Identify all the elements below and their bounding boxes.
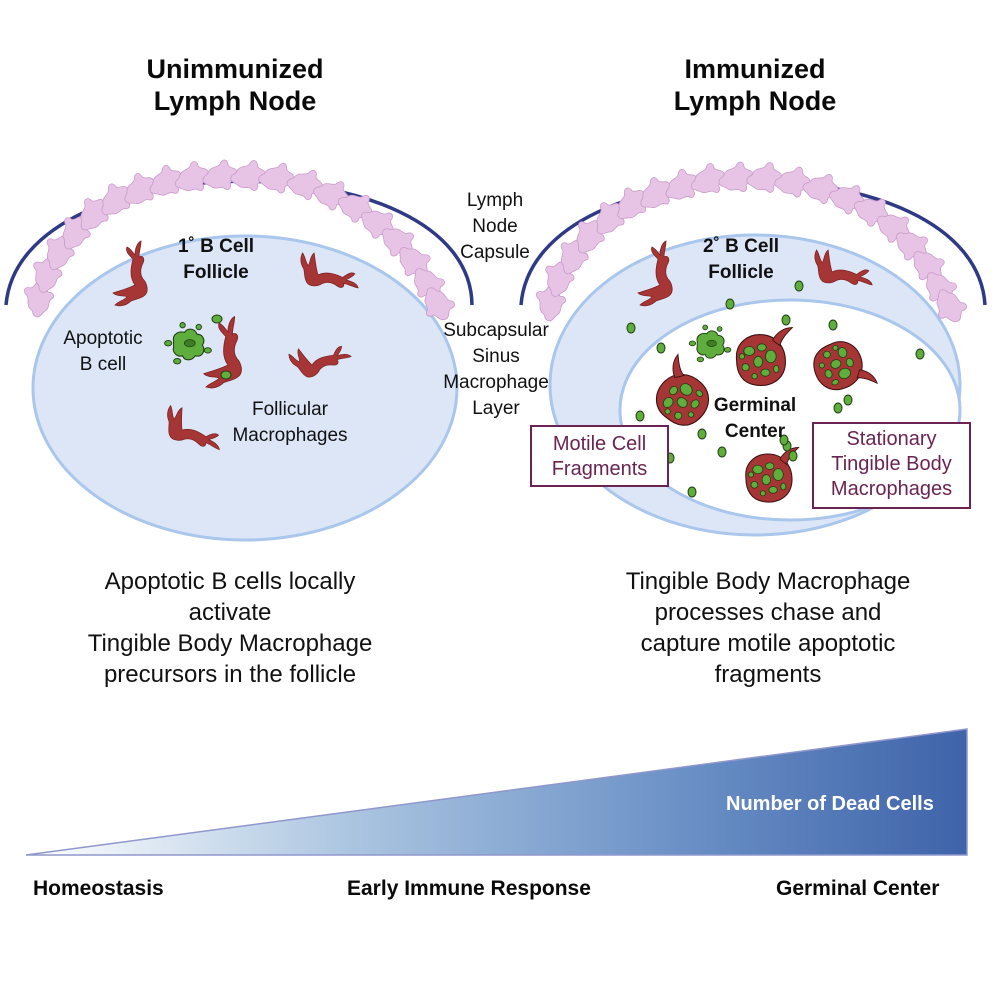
sinus-line-2: Sinus bbox=[472, 346, 520, 367]
primary-follicle-line-1: 1˚ B Cell bbox=[177, 236, 255, 257]
secondary-follicle-line-1: 2˚ B Cell bbox=[702, 236, 780, 257]
left-caption-line-4: precursors in the follicle bbox=[103, 661, 357, 688]
right-caption-line-1: Tingible Body Macrophage bbox=[625, 568, 911, 595]
motile-line-1: Motile Cell bbox=[552, 433, 647, 455]
right-caption-line-3: capture motile apoptotic bbox=[640, 630, 896, 657]
capsule-line-2: Node bbox=[472, 216, 518, 237]
right-caption-line-2: processes chase and bbox=[654, 599, 882, 626]
left-caption-line-2: activate bbox=[188, 599, 272, 626]
secondary-follicle-label: 2˚ B Cell Follicle bbox=[675, 234, 807, 286]
stage-homeostasis: Homeostasis bbox=[33, 877, 164, 900]
left-title-line-1: Unimmunized bbox=[146, 54, 324, 84]
left-caption-line-1: Apoptotic B cells locally bbox=[104, 568, 356, 595]
motile-cell-fragments-box: Motile Cell Fragments bbox=[530, 425, 669, 487]
right-title-line-2: Lymph Node bbox=[673, 86, 837, 116]
sinus-line-1: Subcapsular bbox=[443, 320, 549, 341]
stationary-tbm-box: Stationary Tingible Body Macrophages bbox=[812, 422, 971, 509]
right-title-line-1: Immunized bbox=[684, 54, 826, 84]
germinal-line-2: Center bbox=[724, 421, 786, 442]
follicular-line-1: Follicular bbox=[251, 399, 329, 420]
capsule-line-1: Lymph bbox=[466, 190, 524, 211]
primary-follicle-label: 1˚ B Cell Follicle bbox=[150, 234, 282, 286]
apoptotic-line-1: Apoptotic bbox=[63, 328, 143, 349]
stationary-line-1: Stationary bbox=[846, 428, 937, 450]
capsule-line-3: Capsule bbox=[460, 242, 530, 263]
stationary-line-2: Tingible Body bbox=[831, 453, 952, 475]
left-caption-line-3: Tingible Body Macrophage bbox=[87, 630, 373, 657]
stage-germinal-center: Germinal Center bbox=[776, 877, 940, 900]
motile-line-2: Fragments bbox=[551, 458, 648, 480]
primary-follicle-line-2: Follicle bbox=[183, 262, 249, 283]
right-caption-line-4: fragments bbox=[714, 661, 822, 688]
dead-cells-gradient-wedge bbox=[25, 728, 968, 856]
stage-early-immune-response: Early Immune Response bbox=[347, 877, 591, 900]
follicular-line-2: Macrophages bbox=[232, 425, 348, 446]
germinal-line-1: Germinal bbox=[713, 395, 797, 416]
left-follicle bbox=[31, 234, 459, 542]
right-caption: Tingible Body Macrophage processes chase… bbox=[578, 566, 958, 690]
left-lymph-node bbox=[4, 157, 474, 542]
left-title-line-2: Lymph Node bbox=[153, 86, 317, 116]
apoptotic-line-2: B cell bbox=[79, 354, 127, 375]
sinus-line-4: Layer bbox=[472, 398, 520, 419]
subcapsular-sinus-label: Subcapsular Sinus Macrophage Layer bbox=[426, 318, 566, 422]
left-panel-title: Unimmunized Lymph Node bbox=[110, 53, 360, 117]
follicular-macrophages-label: Follicular Macrophages bbox=[215, 397, 365, 449]
stationary-line-3: Macrophages bbox=[830, 478, 953, 500]
left-apoptotic-b-cell bbox=[164, 314, 232, 380]
left-caption: Apoptotic B cells locally activate Tingi… bbox=[40, 566, 420, 690]
apoptotic-b-cell-label: Apoptotic B cell bbox=[48, 326, 158, 378]
lymph-node-capsule-label: Lymph Node Capsule bbox=[440, 188, 550, 266]
germinal-center-label: Germinal Center bbox=[700, 393, 810, 445]
dead-cells-label: Number of Dead Cells bbox=[726, 793, 934, 815]
sinus-line-3: Macrophage bbox=[443, 372, 549, 393]
right-panel-title: Immunized Lymph Node bbox=[630, 53, 880, 117]
secondary-follicle-line-2: Follicle bbox=[708, 262, 774, 283]
